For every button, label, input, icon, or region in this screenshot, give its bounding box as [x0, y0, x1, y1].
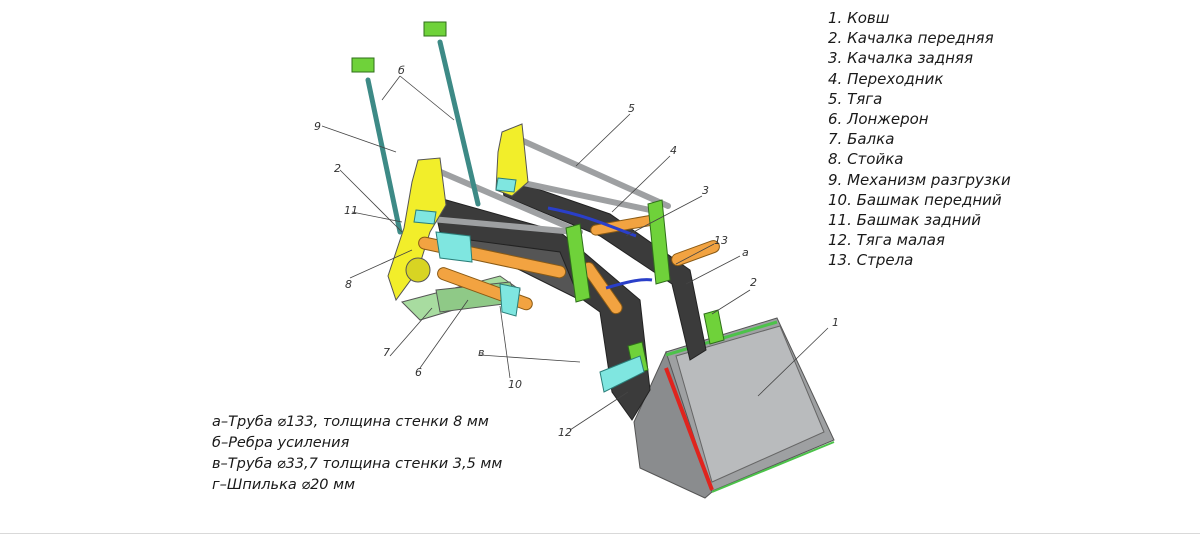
legend-item: 12. Тяга малая — [828, 231, 945, 250]
legend-item: 11. Башмак задний — [828, 210, 982, 229]
legend-item: 5. Тяга — [828, 89, 883, 108]
note-item: в–Труба ⌀33,7 толщина стенки 3,5 мм — [212, 456, 503, 472]
callout-5: 5 — [628, 102, 635, 115]
legend-item: 10. Башмак передний — [828, 190, 1002, 209]
parts-legend: 1. Ковш 2. Качалка передняя 3. Качалка з… — [828, 8, 1011, 270]
legend-item: 7. Балка — [828, 130, 895, 149]
callout-7: 7 — [383, 346, 390, 359]
legend-item: 8. Стойка — [828, 150, 904, 169]
callout-3: 3 — [702, 184, 709, 197]
bottom-divider — [0, 533, 1200, 534]
legend-item: 1. Ковш — [828, 9, 890, 27]
note-item: б–Ребра усиления — [212, 435, 350, 451]
note-item: г–Шпилька ⌀20 мм — [212, 477, 356, 493]
legend-item: 2. Качалка передняя — [828, 29, 994, 48]
callout-10: 10 — [508, 378, 522, 391]
callout-2-rear: 2 — [334, 162, 341, 175]
callout-6: 6 — [415, 366, 422, 379]
legend-item: 13. Стрела — [828, 251, 914, 270]
callout-11: 11 — [344, 204, 358, 217]
callout-4: 4 — [670, 144, 677, 157]
legend-item: 3. Качалка задняя — [828, 49, 973, 68]
unloading-mechanism-part — [365, 39, 481, 235]
adapter-parts — [413, 177, 645, 393]
hose-parts — [547, 206, 653, 290]
callout-2-front: 2 — [750, 276, 757, 289]
callout-8: 8 — [345, 278, 352, 291]
callout-leaders — [321, 75, 829, 431]
callout-13: 13 — [714, 234, 728, 247]
material-notes: а–Труба ⌀133, толщина стенки 8 мм б–Ребр… — [212, 412, 502, 496]
unloading-mechanism-heads — [351, 21, 447, 73]
legend-item: 4. Переходник — [828, 69, 944, 88]
callout-v: в — [478, 346, 484, 359]
post-part — [387, 123, 529, 302]
bucket-part — [633, 317, 835, 499]
callout-b: б — [398, 64, 405, 77]
callout-a: а — [742, 246, 749, 259]
callout-1: 1 — [832, 316, 839, 329]
legend-item: 9. Механизм разгрузки — [828, 170, 1011, 189]
note-item: а–Труба ⌀133, толщина стенки 8 мм — [212, 414, 489, 430]
callout-9: 9 — [314, 120, 321, 133]
legend-item: 6. Лонжерон — [828, 109, 929, 128]
callout-12: 12 — [558, 426, 572, 439]
